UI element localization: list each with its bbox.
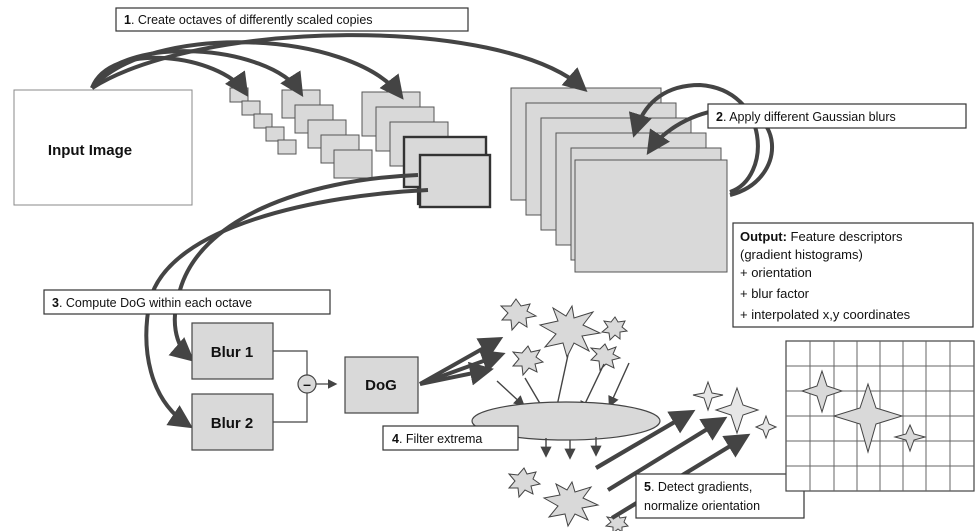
output-line1: Feature descriptors [787,229,903,244]
filter-arrows-out [540,437,602,460]
burst-d [511,345,545,377]
burst-a [499,298,538,332]
burst-h [604,513,630,531]
svg-text:1. Create octaves of different: 1. Create octaves of differently scaled … [124,13,373,27]
dog-block: DoG [344,356,419,414]
octave-3-highlight [402,135,492,209]
step-1-number: 1 [124,13,131,27]
step-3-text: . Compute DoG within each octave [59,296,252,310]
dog-label: DoG [365,377,397,394]
step-4-text: . Filter extrema [399,432,482,446]
burst-b [538,304,602,359]
octave-2-stack [281,89,373,179]
step-3-label: 3. Compute DoG within each octave [43,289,331,315]
subtract-connectors [273,350,338,423]
svg-text:2. Apply different Gaussian bl: 2. Apply different Gaussian blurs [716,110,896,124]
dog-output-arrows [419,337,506,386]
subtract-symbol: – [303,376,311,392]
step-2-number: 2 [716,110,723,124]
output-heading: Output: [740,229,787,244]
burst-e [589,343,622,372]
step-5-line1: . Detect gradients, [651,480,752,494]
input-image-label: Input Image [48,142,132,159]
blur-1-block: Blur 1 [191,322,274,380]
step-5-line2: normalize orientation [644,499,760,513]
grid-sparkle-c [893,423,927,453]
blur-1-label: Blur 1 [211,344,254,361]
step-4-label: 4. Filter extrema [382,425,519,451]
extrema-bursts-bottom [507,467,630,531]
histogram-grid [785,340,975,492]
extrema-bursts-top [499,298,629,377]
step-1-label: 1. Create octaves of differently scaled … [115,7,469,32]
svg-text:4. Filter extrema: 4. Filter extrema [392,432,482,446]
step-2-text: . Apply different Gaussian blurs [723,110,896,124]
blur-2-block: Blur 2 [191,393,274,451]
svg-text:5. Detect gradients,: 5. Detect gradients, [644,480,752,494]
sparkle-a [692,380,724,412]
output-line2: (gradient histograms) [740,247,863,262]
output-line5: + interpolated x,y coordinates [740,307,911,322]
output-line4: + blur factor [740,286,810,301]
step-5-label: 5. Detect gradients, normalize orientati… [635,473,805,519]
sparkle-b [714,386,760,435]
burst-f [507,467,542,499]
scale-arrows [90,33,588,100]
filter-ellipse [471,401,661,441]
dog-input-arrows [144,173,429,429]
burst-c [600,316,629,342]
output-line3: + orientation [740,265,812,280]
keypoint-sparkles [692,380,778,440]
step-4-number: 4 [392,432,399,446]
blur-2-label: Blur 2 [211,415,254,432]
grid-sparkle-a [800,369,844,414]
svg-text:3. Compute DoG within each oct: 3. Compute DoG within each octave [52,296,252,310]
output-box: Output: Feature descriptors (gradient hi… [732,222,974,328]
step-3-number: 3 [52,296,59,310]
input-image: Input Image [13,89,193,206]
step-5-number: 5 [644,480,651,494]
step-2-label: 2. Apply different Gaussian blurs [707,103,967,129]
grid-sparkle-b [832,382,904,454]
burst-g [542,480,600,528]
svg-text:Output: Feature descriptors: Output: Feature descriptors [740,229,903,244]
octave-4-stack [510,87,728,273]
sparkle-c [754,414,778,440]
step-1-text: . Create octaves of differently scaled c… [131,13,373,27]
subtract-node: – [297,374,317,394]
